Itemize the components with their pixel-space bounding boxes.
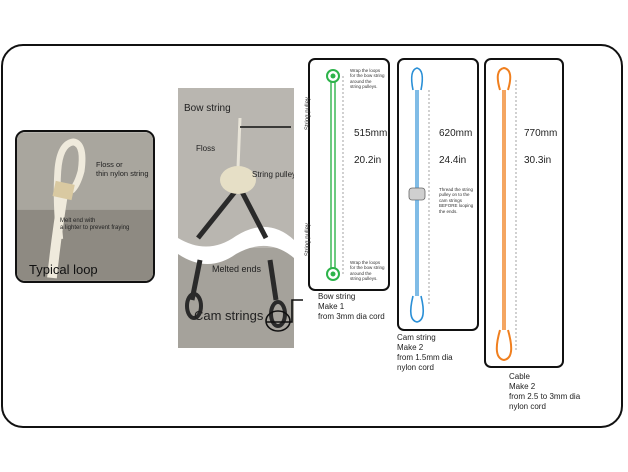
photo-floss-label: Floss xyxy=(196,144,216,153)
wrap-note-top: Wrap the loops for the bow string around… xyxy=(350,68,385,90)
cam-strings-label: Cam strings xyxy=(194,308,264,323)
cable-length-in: 30.3in xyxy=(524,155,552,166)
bow-string-diagram xyxy=(326,69,344,281)
cable-diagram xyxy=(495,66,517,362)
melt-end-label: Melt end with a lighter to prevent frayi… xyxy=(60,218,130,231)
outer-frame xyxy=(1,44,623,428)
bow-length-in: 20.2in xyxy=(354,155,382,166)
melted-ends-label: Melted ends xyxy=(212,264,262,274)
cable-length-mm: 770mm xyxy=(524,128,558,139)
bow-string-photo-label: Bow string xyxy=(184,103,231,114)
bow-string-photo: Bow string Floss String pulley Melted en… xyxy=(178,88,294,348)
cam-string-caption: Cam string Make 2 from 1.5mm dia nylon c… xyxy=(397,333,453,372)
photo-string-pulley-label: String pulley xyxy=(252,170,294,179)
typical-loop-title: Typical loop xyxy=(29,262,98,277)
bow-string-caption: Bow string Make 1 from 3mm dia cord xyxy=(318,292,385,321)
pulley-label-top: String pulley xyxy=(304,97,311,131)
cam-string-panel: 620mm 24.4in Thread the string pulley on… xyxy=(397,58,479,331)
thread-pulley-note: Thread the string pulley on to the cam s… xyxy=(439,187,474,214)
cable-panel: 770mm 30.3in xyxy=(484,58,564,368)
cam-length-mm: 620mm xyxy=(439,128,473,139)
bow-length-mm: 515mm xyxy=(354,128,388,139)
wrap-note-bottom: Wrap the loops for the bow string around… xyxy=(350,260,385,282)
bow-assembly-image xyxy=(178,88,294,348)
typical-loop-image xyxy=(17,132,153,281)
cable-caption: Cable Make 2 from 2.5 to 3mm dia nylon c… xyxy=(509,372,581,411)
typical-loop-photo: Floss or thin nylon string Melt end with… xyxy=(15,130,155,283)
floss-label: Floss or thin nylon string xyxy=(96,160,149,178)
pulley-label-bottom: String pulley xyxy=(304,223,311,257)
cam-length-in: 24.4in xyxy=(439,155,467,166)
bow-string-panel: String pulley String pulley Wrap the loo… xyxy=(304,58,390,291)
cam-string-diagram xyxy=(408,67,430,323)
